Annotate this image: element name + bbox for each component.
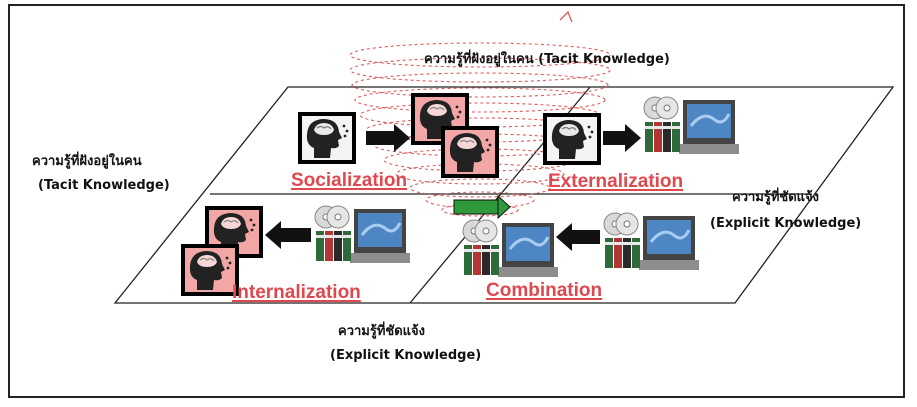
socialization-label: Socialization	[291, 170, 408, 191]
computer-documents-icon	[642, 95, 741, 156]
arrow-right-icon	[453, 194, 511, 220]
spiral-arrowhead-icon	[559, 10, 573, 23]
right-explicit-label-thai: ความรู้ที่ชัดแจ้ง	[732, 190, 820, 205]
left-tacit-label-english: (Tacit Knowledge)	[38, 178, 170, 193]
computer-documents-icon	[602, 211, 701, 272]
arrow-left-icon	[556, 223, 600, 251]
head-brain-icon	[440, 125, 500, 179]
internalization-label: Internalization	[232, 282, 361, 303]
right-explicit-label-english: (Explicit Knowledge)	[710, 216, 862, 231]
computer-documents-icon	[461, 218, 560, 279]
bottom-explicit-label-thai: ความรู้ที่ชัดแจ้ง	[338, 324, 426, 339]
externalization-label: Externalization	[548, 171, 684, 192]
top-tacit-label: ความรู้ที่ฝังอยู่ในคน (Tacit Knowledge)	[424, 52, 670, 67]
head-brain-icon	[180, 243, 240, 297]
arrow-left-icon	[265, 221, 311, 249]
head-brain-icon	[542, 112, 602, 166]
arrow-right-icon	[366, 124, 410, 152]
head-brain-icon	[297, 111, 357, 165]
left-tacit-label-thai: ความรู้ที่ฝังอยู่ในคน	[32, 154, 142, 169]
arrow-right-icon	[603, 124, 641, 152]
bottom-explicit-label-english: (Explicit Knowledge)	[330, 348, 482, 363]
combination-label: Combination	[486, 280, 603, 301]
computer-documents-icon	[313, 204, 412, 265]
